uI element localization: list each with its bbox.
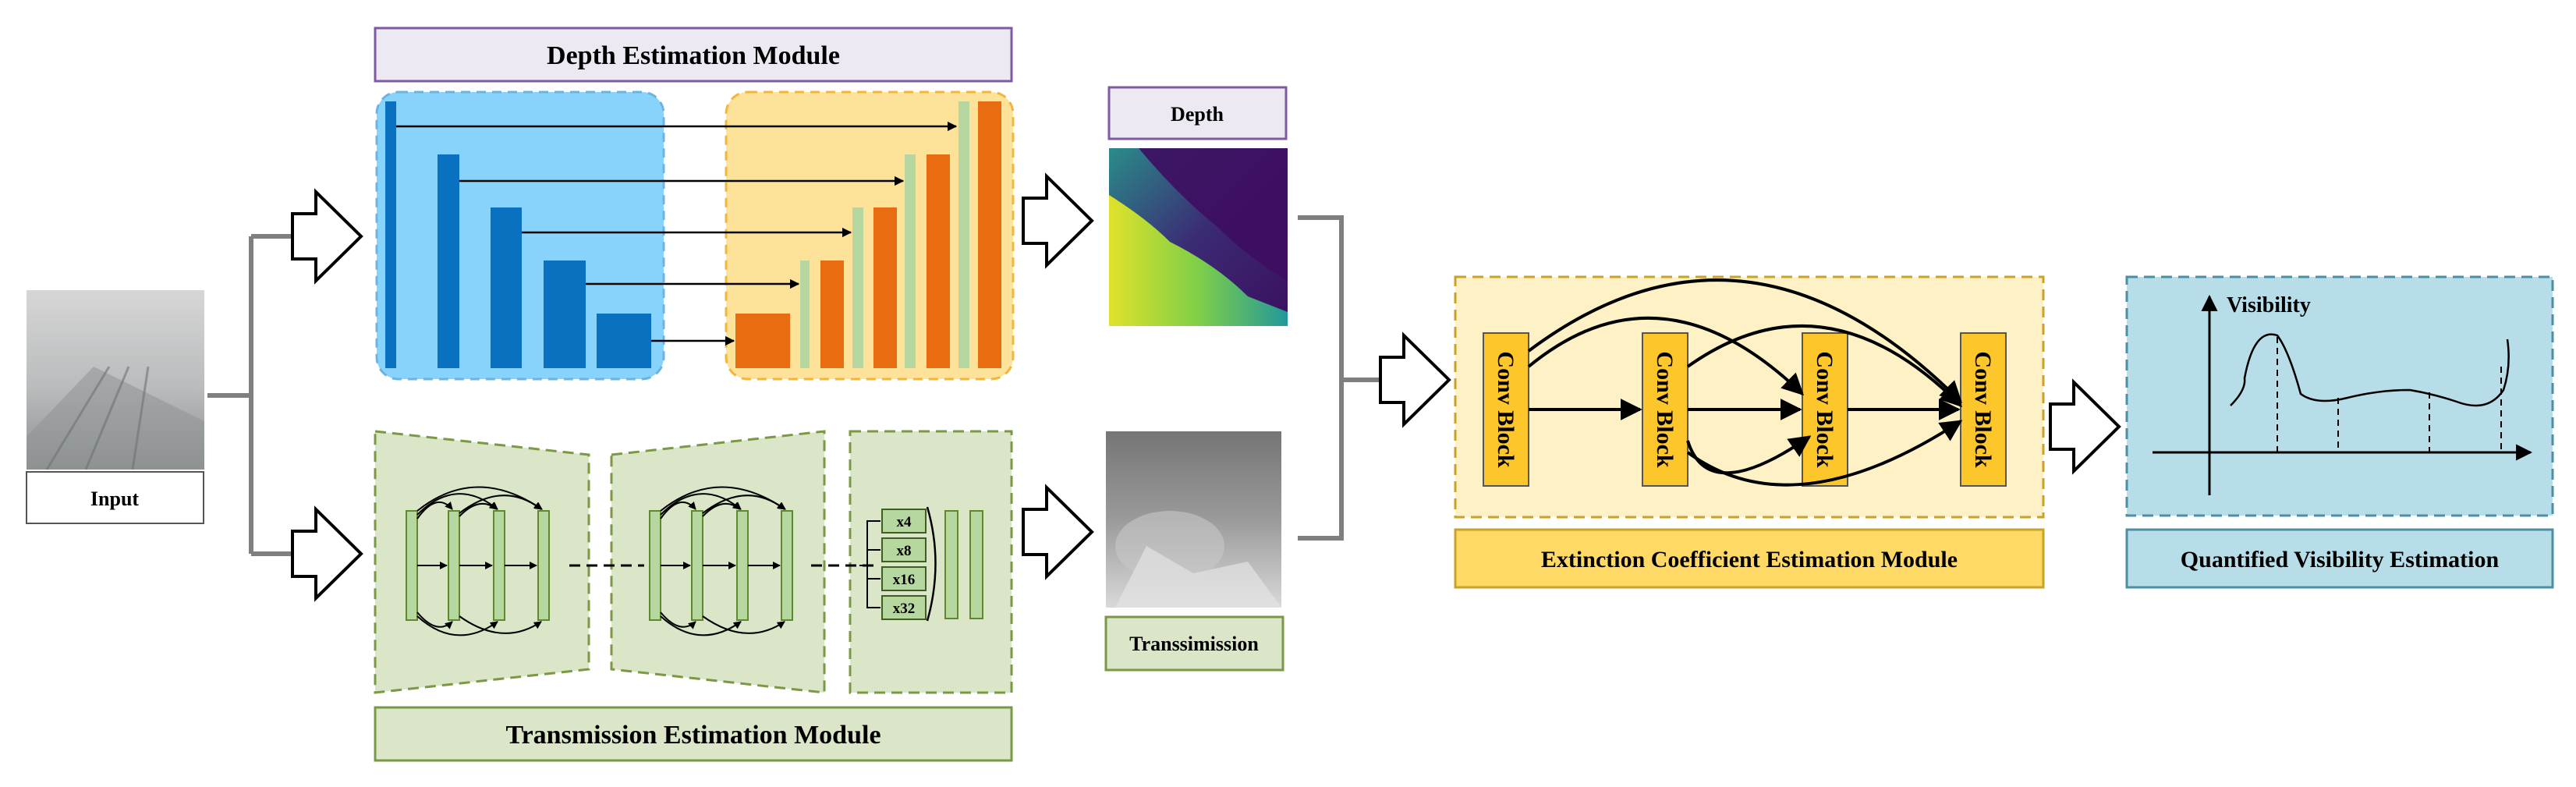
conv-block [1483, 332, 1529, 487]
input-image [27, 290, 204, 470]
transmission-module-title: Transmission Estimation Module [505, 721, 881, 750]
skip-connection-arrows [396, 121, 958, 346]
skip-bar [852, 207, 863, 368]
depth-module-title-box: Depth Estimation Module [374, 27, 1013, 83]
block-arrow-to-extinction [1379, 331, 1451, 428]
conv-block-label: Conv Block [1652, 351, 1678, 468]
skip-bar [958, 101, 969, 368]
encoder-bar [385, 101, 396, 368]
extinction-module-title-box: Extinction Coefficient Estimation Module [1454, 528, 2045, 589]
block-arrow-to-depth [291, 188, 363, 285]
skip-bar [905, 154, 916, 368]
transmission-decoder-trapezoid [610, 430, 826, 694]
decoder-bar [873, 207, 897, 368]
decoder-bars [735, 101, 1001, 368]
input-label: Input [90, 487, 139, 510]
scale-label: x4 [897, 514, 912, 530]
conv-block-label: Conv Block [1970, 351, 1996, 468]
depth-label: Depth [1171, 103, 1224, 126]
transmission-label: Transsimission [1129, 633, 1259, 655]
block-arrow-to-depth-map [1022, 172, 1094, 269]
encoder-bar [491, 207, 522, 368]
scale-label: x8 [897, 543, 912, 559]
transmission-map-image [1106, 431, 1281, 608]
conv-blocks: Conv Block Conv Block Conv Block Conv Bl… [1483, 332, 2007, 487]
depth-module-title: Depth Estimation Module [547, 41, 840, 70]
merge-connector [1298, 215, 1380, 541]
decoder-bar [927, 154, 950, 368]
depth-map-image [1109, 148, 1288, 326]
encoder-bar [544, 261, 586, 368]
scale-label: x32 [893, 601, 916, 617]
transmission-fusion-panel [849, 430, 1013, 694]
block-arrow-to-transmission-map [1022, 484, 1094, 580]
visibility-module-title: Quantified Visibility Estimation [2181, 547, 2500, 573]
decoder-bar [978, 101, 1001, 368]
transmission-module-title-box: Transmission Estimation Module [374, 706, 1013, 762]
visibility-panel [2125, 275, 2554, 517]
encoder-bar [597, 314, 651, 368]
dense-connection-arrows [1527, 278, 1963, 487]
skip-bar [800, 261, 810, 368]
conv-block-label: Conv Block [1812, 351, 1837, 468]
encoder-bars [385, 101, 651, 368]
conv-block [1802, 332, 1848, 487]
conv-block-label: Conv Block [1493, 351, 1518, 468]
visibility-plot: Visibility [2153, 293, 2533, 495]
transmission-label-box: Transsimission [1104, 615, 1284, 672]
multiscale-stack: x4 x8 x16 x32 [859, 506, 983, 622]
depth-label-box: Depth [1107, 86, 1288, 140]
visibility-module-title-box: Quantified Visibility Estimation [2125, 528, 2554, 589]
dense-block-2 [649, 486, 793, 636]
visibility-axis-label: Visibility [2227, 293, 2311, 317]
dense-block-1 [406, 486, 550, 636]
conv-block [1642, 332, 1688, 487]
scale-label: x16 [893, 572, 916, 588]
input-label-box: Input [26, 471, 204, 524]
decoder-bar [735, 314, 790, 368]
block-arrow-to-transmission [291, 505, 363, 602]
extinction-module-title: Extinction Coefficient Estimation Module [1541, 547, 1958, 573]
block-arrow-to-visibility [2049, 378, 2121, 475]
encoder-bar [438, 154, 459, 368]
input-split-connector [207, 234, 292, 556]
conv-block [1960, 332, 2007, 487]
decoder-bar [820, 261, 844, 368]
